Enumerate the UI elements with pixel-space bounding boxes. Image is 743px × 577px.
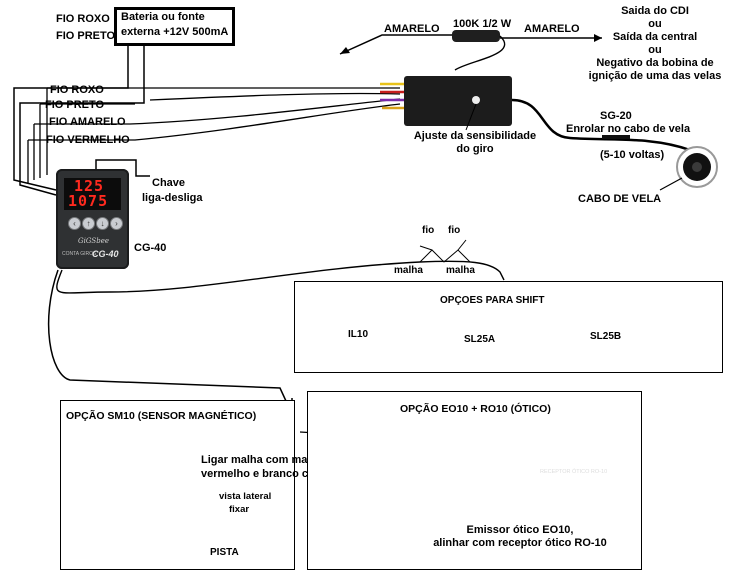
cable-to-sensor — [47, 269, 293, 415]
device-button-right[interactable]: › — [110, 217, 123, 230]
shift-fio-b: fio — [448, 225, 461, 236]
device-button-left[interactable]: ‹ — [68, 217, 81, 230]
switch-note-1: Chave — [152, 177, 186, 189]
eo10-caption: Emissor ótico EO10, alinhar com receptor… — [433, 524, 607, 549]
sg20-instruction: Enrolar no cabo de vela — [566, 123, 691, 135]
wire-preto — [40, 92, 401, 105]
device-subtitle: CONTA GIROS — [62, 251, 97, 257]
left-label-roxo: FIO ROXO — [50, 84, 104, 96]
power-supply-box: Bateria ou fonte externa +12V 500mA — [114, 7, 235, 46]
shift-fio-a: fio — [422, 225, 435, 236]
device-button-down[interactable]: ↓ — [96, 217, 109, 230]
power-line-1: Bateria ou fonte — [121, 11, 205, 23]
sm10-panel — [60, 400, 295, 570]
wire-amarelo — [34, 98, 401, 125]
sm10-title: OPÇÃO SM10 (SENSOR MAGNÉTICO) — [66, 410, 257, 422]
eo10-title: OPÇÃO EO10 + RO10 (ÓTICO) — [400, 403, 551, 415]
top-label-preto: FIO PRETO — [56, 30, 116, 42]
left-label-preto: FIO PRETO — [45, 99, 105, 111]
shift-malha-a: malha — [394, 265, 423, 276]
sensitivity-module — [404, 76, 512, 126]
left-label-amarelo: FIO AMARELO — [49, 116, 126, 128]
side-view-label: vista lateral — [219, 491, 272, 502]
top-label-roxo: FIO ROXO — [56, 13, 110, 25]
eo10-panel — [307, 391, 642, 570]
resistor-label: 100K 1/2 W — [453, 18, 512, 30]
track-label: PISTA — [210, 547, 239, 558]
device-brand: GiGSbee — [78, 237, 109, 245]
device-button-up[interactable]: ↑ — [82, 217, 95, 230]
fix-label: fixar — [229, 504, 250, 515]
wire-preto-power — [19, 46, 145, 196]
shift-option-il10: IL10 — [348, 329, 369, 340]
device-caption: CG-40 — [134, 242, 167, 254]
shift-title: OPÇOES PARA SHIFT — [440, 295, 545, 306]
wire-roxo-power — [13, 46, 129, 191]
power-line-2: externa +12V 500mA — [121, 26, 229, 38]
sensitivity-note: Ajuste da sensibilidade do giro — [413, 130, 537, 155]
spark-cable-label: CABO DE VELA — [578, 193, 662, 205]
switch-note-2: liga-desliga — [142, 192, 203, 204]
cdi-note: Saida do CDI ou Saída da central ou Nega… — [588, 5, 722, 82]
device-model: CG-40 — [92, 249, 119, 259]
resistor-body — [452, 30, 500, 42]
shift-options-panel — [294, 281, 723, 373]
resistor-wire-left: AMARELO — [384, 23, 440, 35]
sg20-title: SG-20 — [600, 110, 632, 122]
display-bottom-value: 1075 — [68, 192, 109, 210]
cable-to-shift — [56, 260, 505, 294]
shift-malha-b: malha — [446, 265, 475, 276]
ro10-receiver-label: RECEPTOR ÓTICO RO-10 — [540, 469, 608, 475]
sg20-turns: (5-10 voltas) — [600, 149, 665, 161]
display-top-value: 125 — [74, 177, 105, 195]
sensitivity-trimmer-icon — [472, 96, 480, 104]
cg40-device: 125 1075 ‹ ↑ ↓ › GiGSbee CONTA GIROS CG-… — [56, 169, 129, 269]
left-label-vermelho: FIO VERMELHO — [46, 134, 130, 146]
device-display — [64, 178, 121, 210]
resistor-wire-right: AMARELO — [524, 23, 580, 35]
wire-vermelho — [28, 103, 401, 141]
shift-option-sl25a: SL25A — [464, 334, 496, 345]
sg20-cable — [511, 98, 691, 152]
shift-option-sl25b: SL25B — [590, 331, 622, 342]
